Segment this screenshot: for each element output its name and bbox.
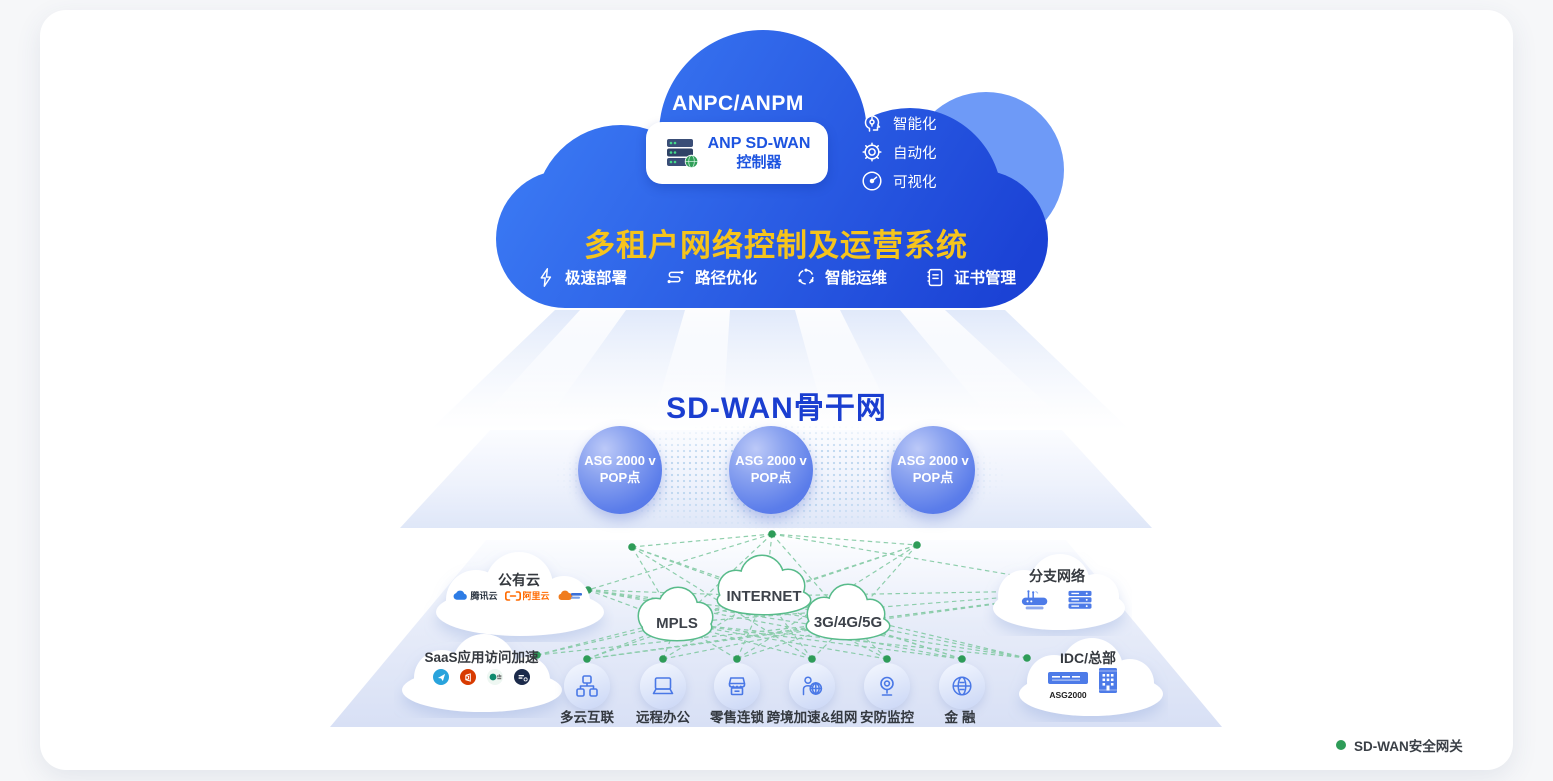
feature-label: 证书管理 bbox=[954, 270, 1017, 287]
capability-label: 智能化 bbox=[893, 116, 937, 133]
pop-node-line1: ASG 2000 v bbox=[735, 453, 807, 468]
lightning-icon bbox=[540, 267, 552, 287]
switch-stack-icon bbox=[1068, 590, 1092, 609]
control-cloud-title: ANPC/ANPM bbox=[672, 92, 804, 115]
scenario-badge bbox=[789, 663, 835, 709]
provider-label: 腾讯云 bbox=[470, 591, 498, 601]
capability-label: 可视化 bbox=[893, 174, 937, 191]
gear-icon bbox=[862, 142, 882, 162]
asg-device-label: ASG2000 bbox=[1049, 690, 1087, 700]
scenario-badge bbox=[564, 663, 610, 709]
pop-node: ASG 2000 v POP点 bbox=[729, 426, 813, 514]
capability-item: 可视化 bbox=[860, 170, 937, 192]
feature-item: 智能运维 bbox=[795, 266, 887, 288]
tencent-cloud-icon bbox=[454, 590, 468, 600]
scenario-label: 跨境加速&组网 bbox=[766, 710, 858, 725]
laptop-icon bbox=[652, 677, 674, 695]
pop-node-line1: ASG 2000 v bbox=[584, 453, 656, 468]
ops-circle-icon bbox=[798, 268, 814, 285]
provider-label: 阿里云 bbox=[522, 591, 550, 601]
backbone-title: SD-WAN骨干网 bbox=[666, 392, 887, 425]
public-cloud-title: 公有云 bbox=[498, 572, 540, 588]
public-cloud-shape bbox=[436, 552, 604, 636]
feature-item: 路径优化 bbox=[665, 266, 757, 288]
scenario-label: 安防监控 bbox=[860, 710, 914, 725]
orange-cloud-logo-icon bbox=[558, 590, 582, 600]
scenario-badge bbox=[864, 663, 910, 709]
pop-node: ASG 2000 v POP点 bbox=[578, 426, 662, 514]
feature-label: 极速部署 bbox=[564, 270, 627, 287]
camera-icon bbox=[880, 676, 894, 696]
transport-cloud-label: INTERNET bbox=[727, 588, 802, 605]
headline: 多租户网络控制及运营系统 bbox=[584, 228, 968, 263]
feature-item: 证书管理 bbox=[925, 266, 1016, 288]
light-rays bbox=[430, 310, 1130, 430]
scenario-badge bbox=[714, 663, 760, 709]
asg-appliance: ASG2000 bbox=[1048, 672, 1088, 700]
control-cloud: ANPC/ANPM ANP SD-WAN 控制器 bbox=[478, 18, 1074, 310]
router-icon bbox=[1021, 590, 1048, 610]
controller-box: ANP SD-WAN 控制器 bbox=[646, 122, 828, 184]
provider-logo: 阿里云 bbox=[504, 589, 550, 602]
transport-cloud-label: 3G/4G/5G bbox=[814, 614, 882, 631]
legend: SD-WAN安全网关 bbox=[1336, 735, 1463, 755]
dark-app-icon bbox=[514, 669, 530, 685]
pop-node-line2: POP点 bbox=[912, 469, 954, 485]
cisco-webex-app-icon bbox=[487, 669, 503, 685]
feature-label: 路径优化 bbox=[694, 270, 757, 287]
scenario-label: 金融 bbox=[944, 710, 980, 725]
pop-node-line1: ASG 2000 v bbox=[897, 453, 969, 468]
pop-node-line2: POP点 bbox=[750, 469, 792, 485]
office-app-icon bbox=[460, 669, 476, 685]
saas-app-row bbox=[394, 669, 569, 685]
branch-cloud-title: 分支网络 bbox=[1029, 568, 1085, 584]
pop-node: ASG 2000 v POP点 bbox=[891, 426, 975, 514]
scenario-label: 多云互联 bbox=[560, 710, 614, 725]
scenario-label: 零售连锁 bbox=[710, 710, 764, 725]
branch-icon-row bbox=[982, 588, 1132, 611]
control-cloud-shape bbox=[496, 30, 1064, 308]
idc-cloud-title: IDC/总部 bbox=[1060, 650, 1116, 666]
scenario-badge bbox=[939, 663, 985, 709]
capability-item: 智能化 bbox=[860, 112, 937, 134]
feature-item: 极速部署 bbox=[536, 266, 627, 288]
gauge-icon bbox=[862, 171, 882, 191]
building-icon bbox=[1099, 668, 1117, 693]
multicloud-icon bbox=[576, 675, 598, 697]
paperplane-app-icon bbox=[433, 669, 449, 685]
scenario-label: 远程办公 bbox=[636, 710, 690, 725]
feature-label: 智能运维 bbox=[825, 270, 888, 287]
legend-label: SD-WAN安全网关 bbox=[1354, 739, 1463, 754]
ai-head-icon bbox=[864, 115, 881, 132]
saas-cloud-title: SaaS应用访问加速 bbox=[424, 650, 539, 665]
capability-list: 智能化 自动化 可视化 bbox=[860, 112, 937, 192]
server-stack-icon bbox=[666, 139, 698, 169]
provider-logo bbox=[557, 590, 585, 602]
pop-node-line2: POP点 bbox=[599, 469, 641, 485]
alibaba-cloud-icon bbox=[504, 590, 521, 601]
provider-logo-row: 腾讯云 阿里云 bbox=[428, 589, 610, 602]
globe-person-icon bbox=[802, 676, 823, 696]
storefront-icon bbox=[728, 677, 746, 696]
route-icon bbox=[667, 270, 684, 284]
capability-label: 自动化 bbox=[893, 145, 937, 162]
certificate-icon bbox=[927, 268, 943, 286]
transport-cloud-label: MPLS bbox=[656, 615, 698, 632]
scenario-badge bbox=[640, 663, 686, 709]
capability-item: 自动化 bbox=[860, 141, 937, 163]
asg-appliance-icon bbox=[1048, 672, 1088, 684]
gateway-dot-icon bbox=[1336, 740, 1346, 750]
feature-row: 极速部署 路径优化 智能运维 bbox=[478, 266, 1074, 288]
controller-subname: 控制器 bbox=[736, 153, 782, 171]
provider-logo: 腾讯云 bbox=[453, 589, 498, 602]
controller-box-text: ANP SD-WAN 控制器 bbox=[708, 134, 811, 171]
controller-name: ANP SD-WAN bbox=[707, 135, 811, 153]
finance-globe-icon bbox=[952, 676, 972, 696]
